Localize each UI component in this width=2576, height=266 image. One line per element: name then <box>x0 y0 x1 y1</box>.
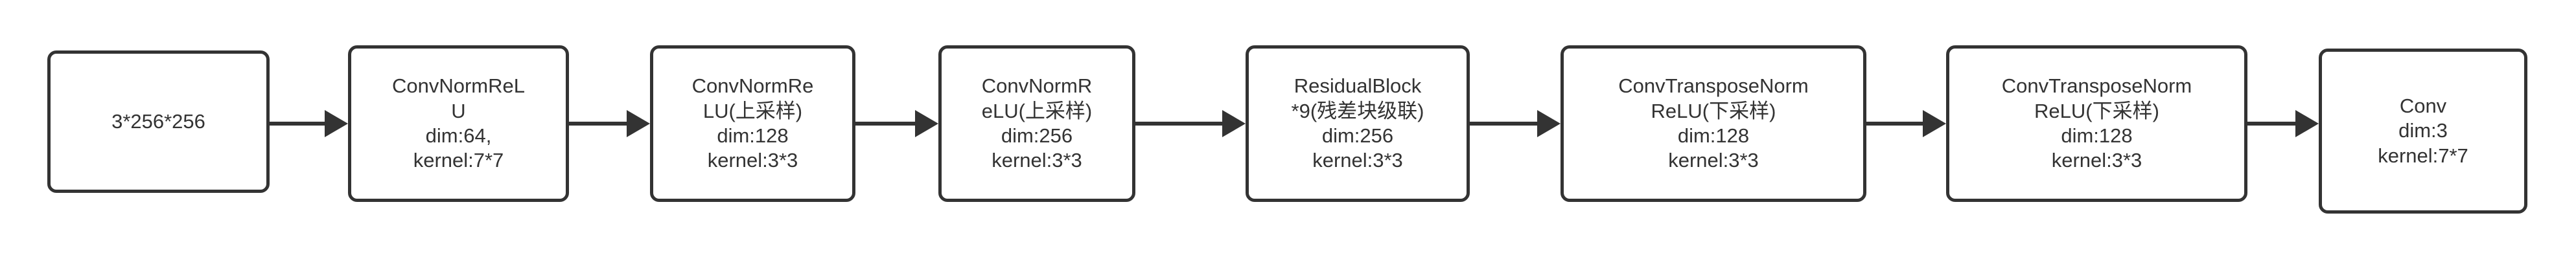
arrow-head-icon <box>1537 110 1561 137</box>
node-label-line: kernel:3*3 <box>1312 149 1403 172</box>
node-label-line: ConvNormR <box>981 74 1093 98</box>
arrow-head-icon <box>915 110 938 137</box>
arrow-head-icon <box>2295 110 2319 137</box>
node-label-line: dim:128 <box>1677 124 1750 147</box>
node-label-line: kernel:3*3 <box>2051 149 2142 172</box>
node-label-line: 3*256*256 <box>111 109 205 133</box>
node-label-line: *9(残差块级联) <box>1291 99 1424 122</box>
node-label-line: kernel:7*7 <box>2378 144 2468 167</box>
node-label-line: ResidualBlock <box>1294 74 1422 98</box>
node-label-line: ConvTransposeNorm <box>2001 74 2192 98</box>
arrow-shaft <box>1135 122 1224 126</box>
node-label-line: ReLU(下采样) <box>2034 99 2159 122</box>
arrow-head-icon <box>627 110 650 137</box>
node-label-line: Conv <box>2399 94 2447 117</box>
arrow-shaft <box>855 122 916 126</box>
node-label-line: dim:256 <box>1321 124 1394 147</box>
arrow-shaft <box>569 122 628 126</box>
arrow-shaft <box>1866 122 1924 126</box>
node-label-line: kernel:7*7 <box>413 149 504 172</box>
node-label-line: U <box>451 99 466 122</box>
node-label-line: ReLU(下采样) <box>1651 99 1776 122</box>
node-label-line: dim:128 <box>717 124 789 147</box>
node-label-line: dim:256 <box>1001 124 1073 147</box>
node-label-line: kernel:3*3 <box>1668 149 1759 172</box>
arrow-head-icon <box>325 110 348 137</box>
node-label-line: eLU(上采样) <box>981 99 1093 122</box>
node-label-line: dim:3 <box>2398 119 2448 142</box>
arrow-shaft <box>270 122 326 126</box>
arrow-head-icon <box>1222 110 1246 137</box>
node-label-line: dim:64, <box>425 124 492 147</box>
node-label-line: ConvTransposeNorm <box>1618 74 1809 98</box>
node-input[interactable]: 3*256*256 <box>47 50 270 193</box>
node-label-line: dim:128 <box>2061 124 2133 147</box>
node-label-line: kernel:3*3 <box>707 149 798 172</box>
arrow-shaft <box>1470 122 1538 126</box>
arrow-shaft <box>2247 122 2297 126</box>
arrow-head-icon <box>1923 110 1946 137</box>
node-label-line: kernel:3*3 <box>992 149 1082 172</box>
node-label-line: ConvNormReL <box>391 74 525 98</box>
node-label-line: LU(上采样) <box>702 99 803 122</box>
node-label-line: ConvNormRe <box>691 74 814 98</box>
